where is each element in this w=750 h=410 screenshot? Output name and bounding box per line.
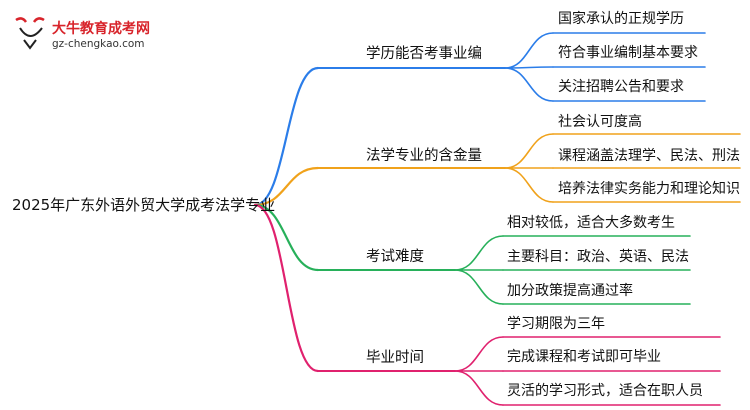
leaf-connector <box>454 336 504 372</box>
leaf-meets-requirements: 符合事业编制基本要求 <box>558 45 698 61</box>
leaf-check-announcements: 关注招聘公告和要求 <box>558 79 684 95</box>
leaf-connector <box>504 67 554 102</box>
leaf-connector <box>504 133 554 169</box>
leaf-social-recognition: 社会认可度高 <box>558 114 642 130</box>
leaf-bonus-policy: 加分政策提高通过率 <box>507 283 633 299</box>
logo-url: gz-chengkao.com <box>52 38 145 50</box>
leaf-flexible-form: 灵活的学习形式，适合在职人员 <box>507 383 703 399</box>
branch-connector <box>253 66 320 207</box>
root-node: 2025年广东外语外贸大学成考法学专业 <box>12 196 276 214</box>
leaf-connector <box>504 32 554 69</box>
logo-title: 大牛教育成考网 <box>52 21 150 37</box>
leaf-course-coverage: 课程涵盖法理学、民法、刑法 <box>558 148 740 164</box>
branch-education-civil-service: 学历能否考事业编 <box>366 46 482 62</box>
bull-logo-icon <box>15 17 45 50</box>
branch-graduation-time: 毕业时间 <box>366 350 424 366</box>
leaf-connector <box>454 235 504 271</box>
leaf-relatively-low: 相对较低，适合大多数考生 <box>507 215 675 231</box>
branch-connector <box>253 166 320 207</box>
branch-connector <box>253 203 320 373</box>
leaf-main-subjects: 主要科目：政治、英语、民法 <box>507 249 689 265</box>
leaf-connector <box>504 167 554 203</box>
leaf-three-years: 学习期限为三年 <box>507 316 605 332</box>
leaf-connector <box>454 269 504 305</box>
branch-connector <box>253 203 320 272</box>
leaf-practical-ability: 培养法律实务能力和理论知识 <box>558 181 740 197</box>
branch-exam-difficulty: 考试难度 <box>366 249 424 265</box>
site-logo[interactable]: 大牛教育成考网 gz-chengkao.com <box>12 14 182 54</box>
leaf-recognized-degree: 国家承认的正规学历 <box>558 11 684 27</box>
leaf-connector <box>454 370 504 406</box>
branch-law-major-value: 法学专业的含金量 <box>366 148 482 164</box>
leaf-complete-to-graduate: 完成课程和考试即可毕业 <box>507 349 661 365</box>
